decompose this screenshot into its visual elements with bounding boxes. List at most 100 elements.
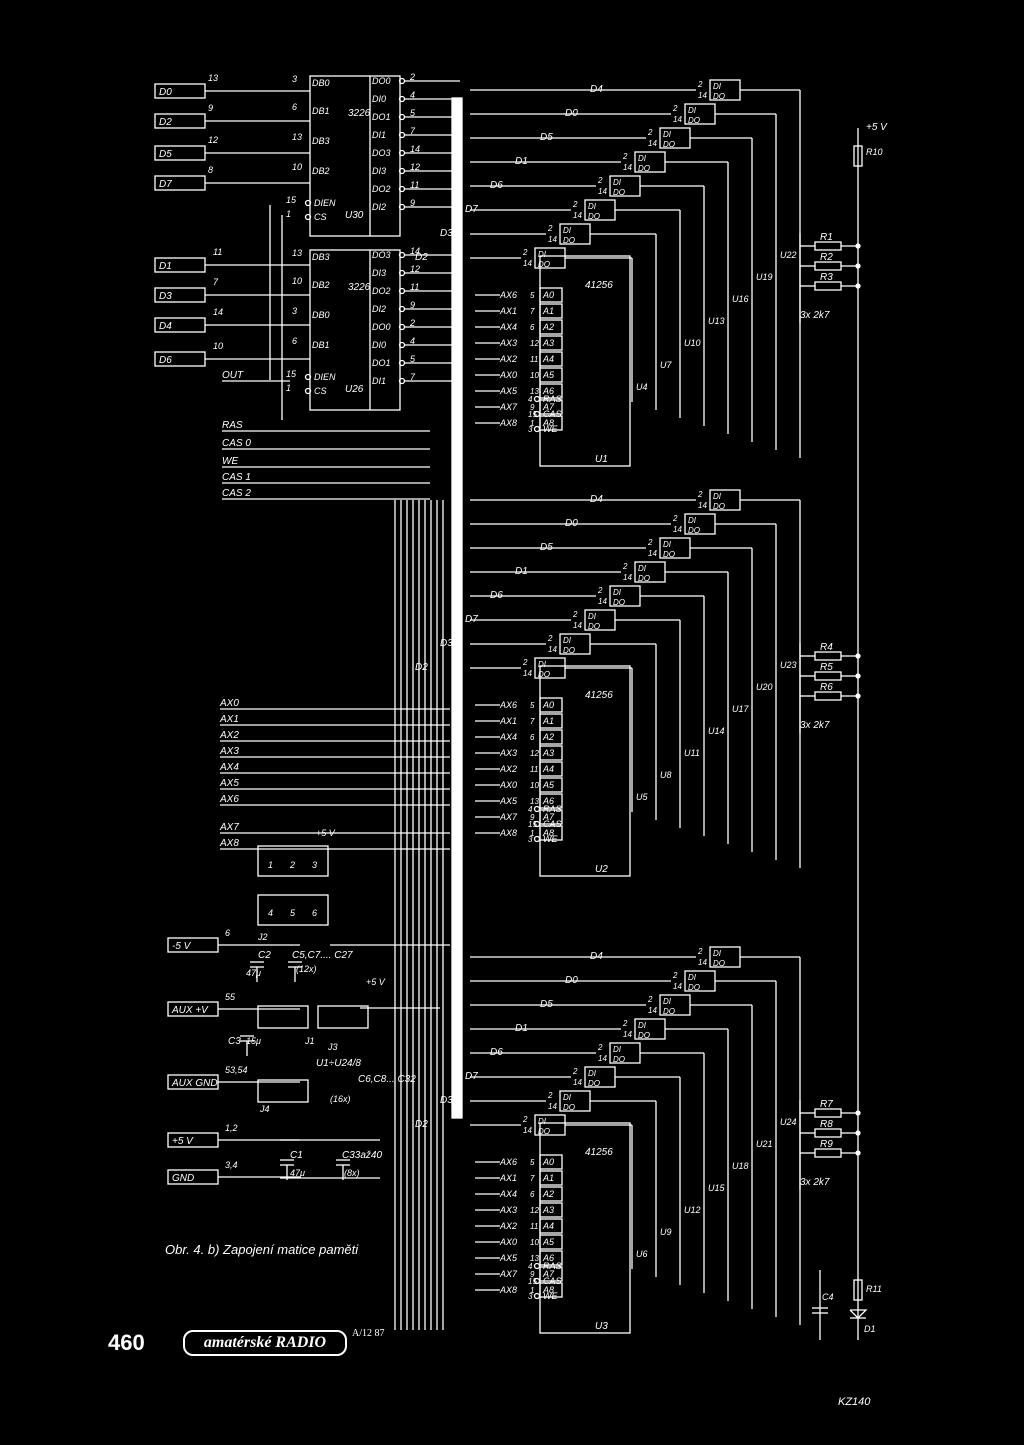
- capacitor-c33-label: C33až40: [342, 1150, 382, 1161]
- bus-label-d3: D3: [440, 638, 453, 649]
- inverter-bubble: [398, 269, 406, 277]
- pin-label: DI: [563, 226, 572, 235]
- resistor-label-r9: R9: [820, 1139, 833, 1150]
- pin-box: [539, 319, 563, 335]
- dram-type-label: 41256: [585, 690, 613, 701]
- pin-label: DO: [613, 598, 625, 607]
- buffer-ctrl-label: CS: [314, 212, 327, 222]
- pin-number: 15: [286, 369, 297, 379]
- pin-box: [539, 287, 563, 303]
- pin-label: DO: [613, 188, 625, 197]
- pin-label: A8: [542, 828, 554, 838]
- inverter-bubble: [533, 425, 541, 433]
- buffer-chip-u30: [309, 75, 401, 237]
- inverter-bubble: [533, 395, 541, 403]
- jumper-label: J3: [327, 1042, 338, 1052]
- pin-number: 4: [528, 1262, 533, 1271]
- resistor-body: [814, 691, 842, 701]
- buffer-pin-label: DI0: [372, 94, 386, 104]
- ctrl-pin-label: CAS: [543, 819, 562, 829]
- pin-number: 1: [286, 383, 291, 393]
- pin-label: DI: [688, 516, 697, 525]
- buffer-pin-label: DI3: [372, 166, 386, 176]
- dram-name-label: U2: [595, 864, 608, 875]
- pin-box: [539, 1170, 563, 1186]
- capacitor-c3-label: C3: [228, 1036, 241, 1047]
- pin-number: 55: [225, 992, 236, 1002]
- data-input-d3: D3: [159, 291, 172, 302]
- pin-label: A2: [542, 322, 554, 332]
- pin-number: 2: [672, 971, 678, 980]
- pin-box: [539, 809, 563, 825]
- pin-number: 2: [522, 658, 528, 667]
- pin-label: DO: [563, 646, 575, 655]
- pin-number: 14: [523, 259, 532, 268]
- bus-label-d3: D3: [440, 228, 453, 239]
- pin-label: DO: [688, 116, 700, 125]
- resistor-value-label: 3x 2k7: [800, 310, 830, 321]
- buffer-pin-label: DB2: [312, 166, 330, 176]
- bus-label-d2: D2: [415, 662, 428, 673]
- buffer-name-label: U26: [345, 384, 364, 395]
- bus-label-d6: D6: [490, 590, 503, 601]
- pin-number: 9: [410, 300, 415, 310]
- bus-label-d4: D4: [590, 84, 603, 95]
- pin-number: 10: [530, 371, 539, 380]
- pin-label: A6: [542, 386, 554, 396]
- capacitor-c33-value: (8x): [344, 1168, 360, 1178]
- plus5v-label: +5 V: [866, 122, 888, 133]
- bus-label-d1: D1: [515, 566, 528, 577]
- address-signal-ax4: AX4: [219, 762, 239, 773]
- pin-label: DI: [588, 612, 597, 621]
- buffer-pin-label: DB3: [312, 136, 330, 146]
- capacitor-c4-label: C4: [822, 1292, 834, 1302]
- data-input-d6: D6: [159, 355, 172, 366]
- resistor-label-r4: R4: [820, 642, 833, 653]
- address-signal-ax8: AX8: [219, 838, 239, 849]
- pin-label: DI: [538, 1117, 547, 1126]
- power-input-auxv: AUX +V: [171, 1005, 209, 1016]
- buffer-chip-u26: [309, 249, 401, 411]
- pin-number: 4: [410, 90, 415, 100]
- jumper-block-j1: [257, 1005, 309, 1029]
- pin-label: A7: [542, 812, 555, 822]
- address-pin-signal: AX5: [499, 386, 518, 396]
- address-pin-signal: AX3: [499, 1205, 517, 1215]
- pin-box: [539, 761, 563, 777]
- pin-number: 11: [410, 180, 419, 190]
- pin-box: [539, 713, 563, 729]
- chip-label-u23: U23: [780, 660, 797, 670]
- pin-box: [539, 793, 563, 809]
- buffer-pin-label: DO3: [372, 148, 391, 158]
- pin-number: 10: [213, 341, 223, 351]
- pin-number: 14: [698, 91, 707, 100]
- pin-number: 7: [530, 1174, 535, 1183]
- buffer-ctrl-label: DIEN: [314, 198, 336, 208]
- pin-number: 3: [528, 425, 533, 434]
- buffer-ctrl-label: CS: [314, 386, 327, 396]
- inverter-bubble: [398, 305, 406, 313]
- capacitor-c6-label: C6,C8... C32: [358, 1074, 416, 1085]
- jumper-pin-number: 5: [290, 908, 296, 918]
- pin-number: 2: [597, 1043, 603, 1052]
- pin-label: DO: [663, 1007, 675, 1016]
- address-pin-signal: AX0: [499, 1237, 517, 1247]
- pin-label: DO: [538, 670, 550, 679]
- pin-box: [539, 335, 563, 351]
- pin-number: 3: [528, 835, 533, 844]
- pin-box: [539, 1250, 563, 1266]
- pin-label: DI: [713, 949, 722, 958]
- pin-box: [539, 777, 563, 793]
- data-input-d1: D1: [159, 261, 172, 272]
- jumper-pin-number: 2: [289, 860, 295, 870]
- chip-label-u11: U11: [684, 748, 700, 758]
- pin-number: 14: [410, 246, 420, 256]
- address-pin-signal: AX4: [499, 1189, 517, 1199]
- address-pin-signal: AX4: [499, 732, 517, 742]
- resistor-value-label: 3x 2k7: [800, 1177, 830, 1188]
- pin-label: DO: [688, 983, 700, 992]
- pin-number: 2: [597, 176, 603, 185]
- jumper-label: J2: [257, 932, 268, 942]
- pin-label: A1: [542, 1173, 554, 1183]
- pin-label: DI: [638, 154, 647, 163]
